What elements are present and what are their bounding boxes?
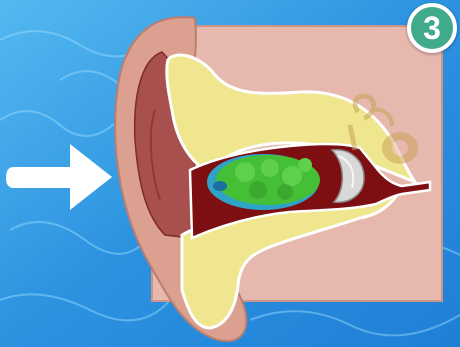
step-number-badge: 3 [407,3,457,53]
step-number: 3 [423,12,441,44]
